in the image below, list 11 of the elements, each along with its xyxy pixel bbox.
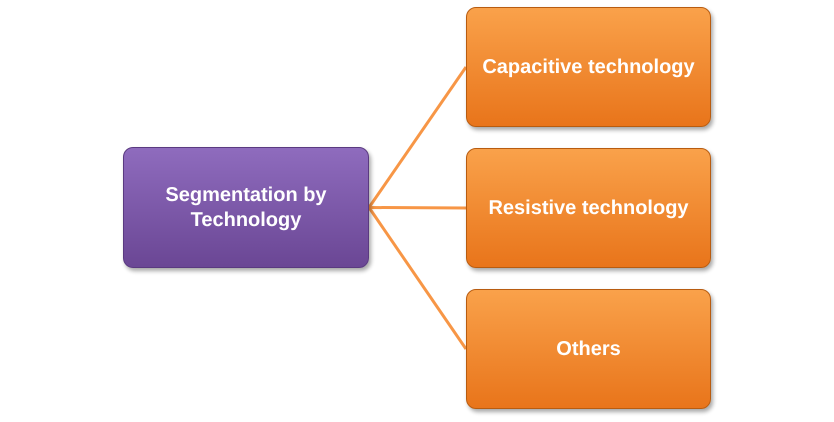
segment-box	[466, 289, 711, 409]
connector-line	[368, 66, 468, 208]
segment-box	[466, 7, 711, 127]
connector-line	[368, 206, 466, 210]
box-label: Capacitive technology	[482, 54, 695, 80]
box-label: Resistive technology	[488, 196, 689, 220]
category-box	[123, 147, 369, 268]
connector-line	[368, 206, 468, 350]
box-label: Segmentation by Technology	[164, 182, 328, 232]
box-label: Others	[556, 336, 621, 362]
segment-box	[466, 148, 711, 268]
